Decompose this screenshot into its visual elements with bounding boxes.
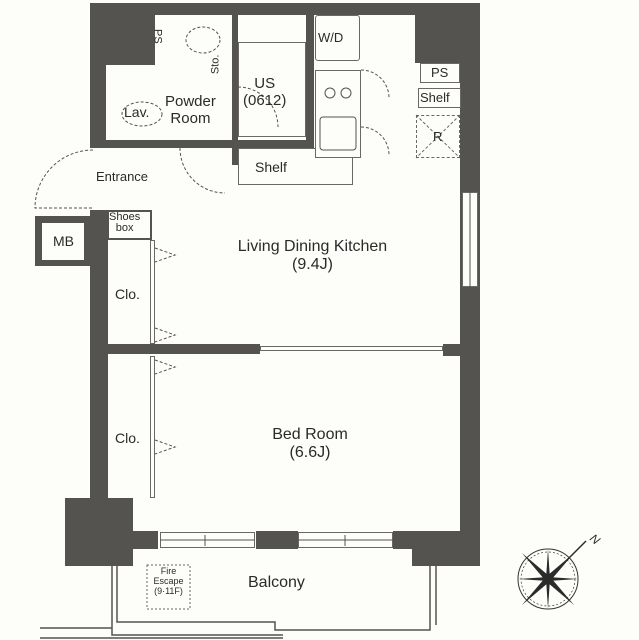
bedroom-lower-area [156,475,412,531]
shoes-box-label: Shoes box [109,211,141,234]
ldk-label: Living Dining Kitchen (9.4J) [237,238,388,274]
compass-icon [517,540,587,610]
closet-bottom-step [108,498,133,531]
wall-powder-bottom [106,140,236,148]
shelf-right-label: Shelf [420,90,450,105]
kitchen-right-area [361,63,415,158]
wall-powder-us [232,15,238,165]
sto-label: Sto. [209,54,222,75]
ps-right-label: PS [431,65,449,80]
ps-top-label: PS [151,28,164,44]
closet-lower-label: Clo. [115,430,140,446]
lav-label: Lav. [124,104,150,120]
powder-room-area [110,80,232,140]
balcony-label: Balcony [248,574,305,591]
entrance-area [96,148,152,210]
wd-label: W/D [318,30,344,45]
left-wall-lower [90,210,108,500]
shelf-center-label: Shelf [255,159,287,175]
ps-top-shaft [155,15,169,65]
toilet-area [172,15,232,80]
entrance-label: Entrance [96,169,149,184]
outer-wall-left-top [90,3,106,148]
ps-block-wall [106,15,156,65]
bedroom-label: Bed Room (6.6J) [272,426,348,462]
wd-box [315,15,360,61]
sliding-door-ldk-bed [260,346,443,351]
mb-label: MB [53,233,74,249]
bedroom-wall-bottom-mid [256,531,298,549]
fire-escape-label: Fire Escape (9·11F) [153,566,184,596]
ldk-area [155,165,460,344]
ps-right-box [420,63,460,83]
outer-wall-top [90,3,480,15]
mb-area [42,223,84,260]
partition-clo-bed [150,356,155,498]
us-tub [238,42,306,137]
partition-clo-ldk [150,240,155,344]
ps-top-shaft-horizontal [110,65,169,78]
shelf-right-box [418,88,461,108]
us-label: US (0612) [243,75,287,110]
bedroom-wall-bottom-right [393,531,413,549]
wall-ldk-bed [108,344,260,354]
wall-ldk-bed-right [443,344,460,356]
fridge-label: R [433,129,443,144]
powder-room-label: Powder Room [165,93,216,128]
wall-us-bottom [232,140,312,148]
closet-upper-area [108,242,152,344]
shoes-box-area [109,212,150,238]
closet-lower-area [108,356,152,498]
stove-counter [315,70,361,158]
bedroom-wall-bottom-left [133,531,158,549]
wall-us-kitchen [306,15,314,185]
closet-upper-label: Clo. [115,286,140,302]
